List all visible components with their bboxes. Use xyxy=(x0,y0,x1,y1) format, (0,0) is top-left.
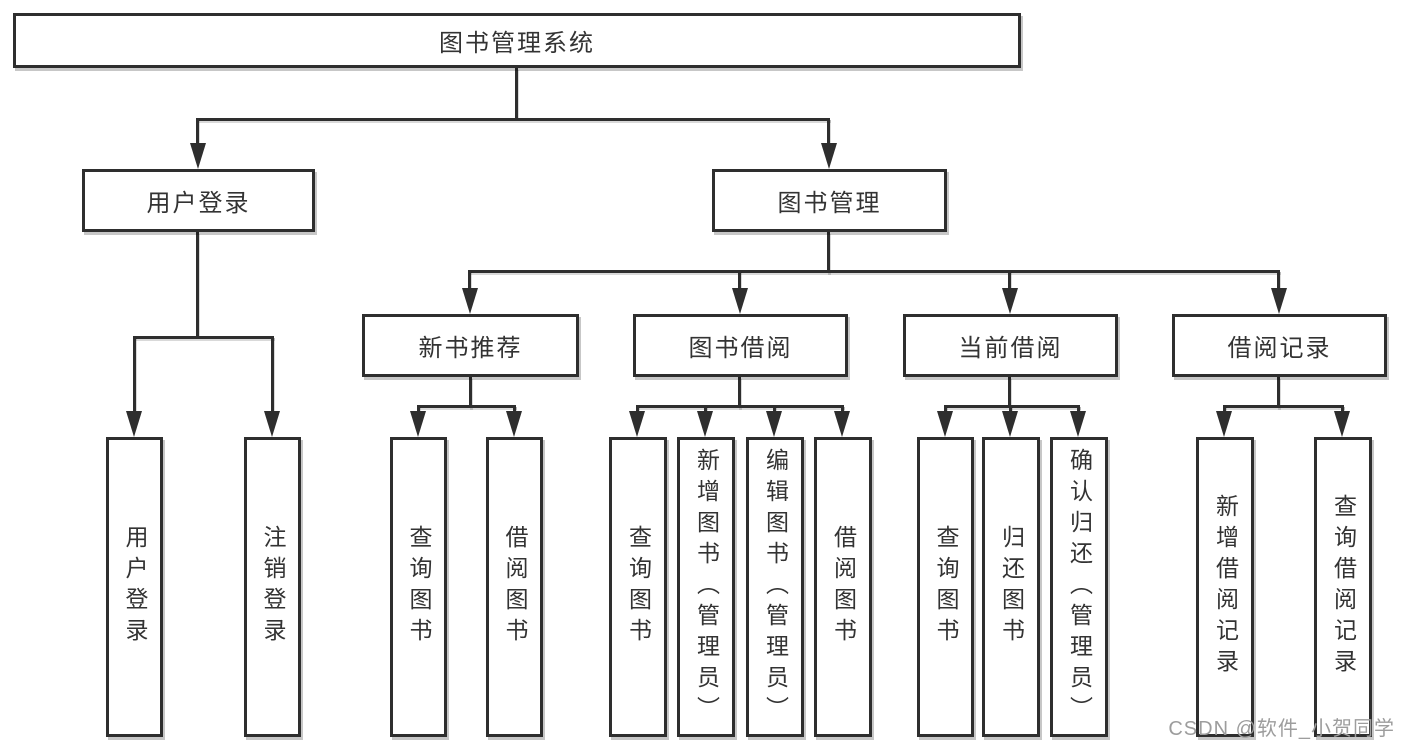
connector-line-vertical xyxy=(1008,270,1011,290)
leaf-logout: 注销登录 xyxy=(244,437,301,737)
connector-line-vertical xyxy=(133,336,136,412)
leaf-query-book-current-label: 查询图书 xyxy=(933,525,959,649)
node-user-login-label: 用户登录 xyxy=(146,190,251,217)
connector-line-vertical xyxy=(417,405,420,413)
leaf-logout-label: 注销登录 xyxy=(260,525,286,649)
leaf-confirm-return-admin-label: 确认归还（管理员） xyxy=(1066,447,1093,727)
connector-line-vertical xyxy=(841,405,844,413)
connector-line-horizontal xyxy=(945,405,1080,408)
leaf-return-book: 归还图书 xyxy=(982,437,1040,737)
node-current-borrow: 当前借阅 xyxy=(903,314,1118,377)
connector-line-horizontal xyxy=(1224,405,1344,408)
node-book-borrow-label: 图书借阅 xyxy=(688,335,793,362)
arrow-down-icon xyxy=(126,411,142,437)
arrow-down-icon xyxy=(1002,411,1018,437)
arrow-down-icon xyxy=(1070,411,1086,437)
connector-line-horizontal xyxy=(134,336,274,339)
connector-line-vertical xyxy=(1009,405,1012,413)
connector-line-vertical xyxy=(1223,405,1226,413)
connector-line-vertical xyxy=(469,377,472,408)
leaf-add-borrow-record: 新增借阅记录 xyxy=(1196,437,1254,737)
leaf-user-login: 用户登录 xyxy=(106,437,163,737)
leaf-query-book-current: 查询图书 xyxy=(917,437,974,737)
connector-line-horizontal xyxy=(418,405,516,408)
leaf-borrow-book-recommend: 借阅图书 xyxy=(486,437,543,737)
arrow-down-icon xyxy=(629,411,645,437)
connector-line-vertical xyxy=(468,270,471,290)
node-borrow-records: 借阅记录 xyxy=(1172,314,1387,377)
arrow-down-icon xyxy=(821,143,837,169)
arrow-down-icon xyxy=(766,411,782,437)
connector-line-vertical xyxy=(827,118,830,145)
arrow-down-icon xyxy=(190,143,206,169)
leaf-add-book-admin: 新增图书（管理员） xyxy=(677,437,735,737)
node-book-borrow: 图书借阅 xyxy=(633,314,848,377)
connector-line-vertical xyxy=(1008,377,1011,408)
arrow-down-icon xyxy=(264,411,280,437)
leaf-borrow-book-label: 借阅图书 xyxy=(830,525,857,649)
connector-line-horizontal xyxy=(637,405,844,408)
leaf-add-book-admin-label: 新增图书（管理员） xyxy=(693,447,720,727)
leaf-edit-book-admin: 编辑图书（管理员） xyxy=(746,437,804,737)
node-new-book-recommend-label: 新书推荐 xyxy=(418,335,523,362)
node-library-system: 图书管理系统 xyxy=(13,13,1021,68)
connector-line-vertical xyxy=(196,232,199,336)
leaf-return-book-label: 归还图书 xyxy=(998,525,1025,649)
arrow-down-icon xyxy=(410,411,426,437)
node-book-management-label: 图书管理 xyxy=(777,190,882,217)
watermark: CSDN @软件_小贺同学 xyxy=(1168,718,1395,740)
connector-line-horizontal xyxy=(198,118,830,121)
node-book-management: 图书管理 xyxy=(712,169,947,232)
leaf-query-book-recommend-label: 查询图书 xyxy=(406,525,432,649)
connector-line-horizontal xyxy=(470,270,1280,273)
connector-line-vertical xyxy=(196,118,199,145)
arrow-down-icon xyxy=(1334,411,1350,437)
connector-line-vertical xyxy=(1277,270,1280,290)
connector-line-vertical xyxy=(1341,405,1344,413)
arrow-down-icon xyxy=(1216,411,1232,437)
connector-line-vertical xyxy=(827,232,830,273)
connector-line-vertical xyxy=(738,377,741,408)
leaf-borrow-book: 借阅图书 xyxy=(814,437,872,737)
connector-line-vertical xyxy=(513,405,516,413)
node-new-book-recommend: 新书推荐 xyxy=(362,314,579,377)
leaf-edit-book-admin-label: 编辑图书（管理员） xyxy=(762,447,789,727)
connector-line-vertical xyxy=(271,336,274,412)
leaf-query-book-borrow: 查询图书 xyxy=(609,437,667,737)
node-library-system-label: 图书管理系统 xyxy=(439,30,595,57)
node-user-login: 用户登录 xyxy=(82,169,315,232)
connector-line-vertical xyxy=(515,68,518,118)
leaf-confirm-return-admin: 确认归还（管理员） xyxy=(1050,437,1108,737)
connector-line-vertical xyxy=(773,405,776,413)
arrow-down-icon xyxy=(834,411,850,437)
leaf-borrow-book-recommend-label: 借阅图书 xyxy=(502,525,528,649)
connector-line-vertical xyxy=(1077,405,1080,413)
connector-line-vertical xyxy=(944,405,947,413)
connector-line-vertical xyxy=(636,405,639,413)
connector-line-vertical xyxy=(738,270,741,290)
arrow-down-icon xyxy=(697,411,713,437)
leaf-query-book-borrow-label: 查询图书 xyxy=(625,525,652,649)
arrow-down-icon xyxy=(506,411,522,437)
connector-line-vertical xyxy=(704,405,707,413)
arrow-down-icon xyxy=(1271,288,1287,314)
arrow-down-icon xyxy=(937,411,953,437)
node-borrow-records-label: 借阅记录 xyxy=(1227,335,1332,362)
leaf-query-book-recommend: 查询图书 xyxy=(390,437,447,737)
arrow-down-icon xyxy=(732,288,748,314)
node-current-borrow-label: 当前借阅 xyxy=(958,335,1063,362)
connector-line-vertical xyxy=(1277,377,1280,408)
arrow-down-icon xyxy=(1002,288,1018,314)
arrow-down-icon xyxy=(462,288,478,314)
leaf-add-borrow-record-label: 新增借阅记录 xyxy=(1212,494,1239,680)
leaf-query-borrow-record: 查询借阅记录 xyxy=(1314,437,1372,737)
leaf-query-borrow-record-label: 查询借阅记录 xyxy=(1330,494,1357,680)
leaf-user-login-label: 用户登录 xyxy=(122,525,148,649)
